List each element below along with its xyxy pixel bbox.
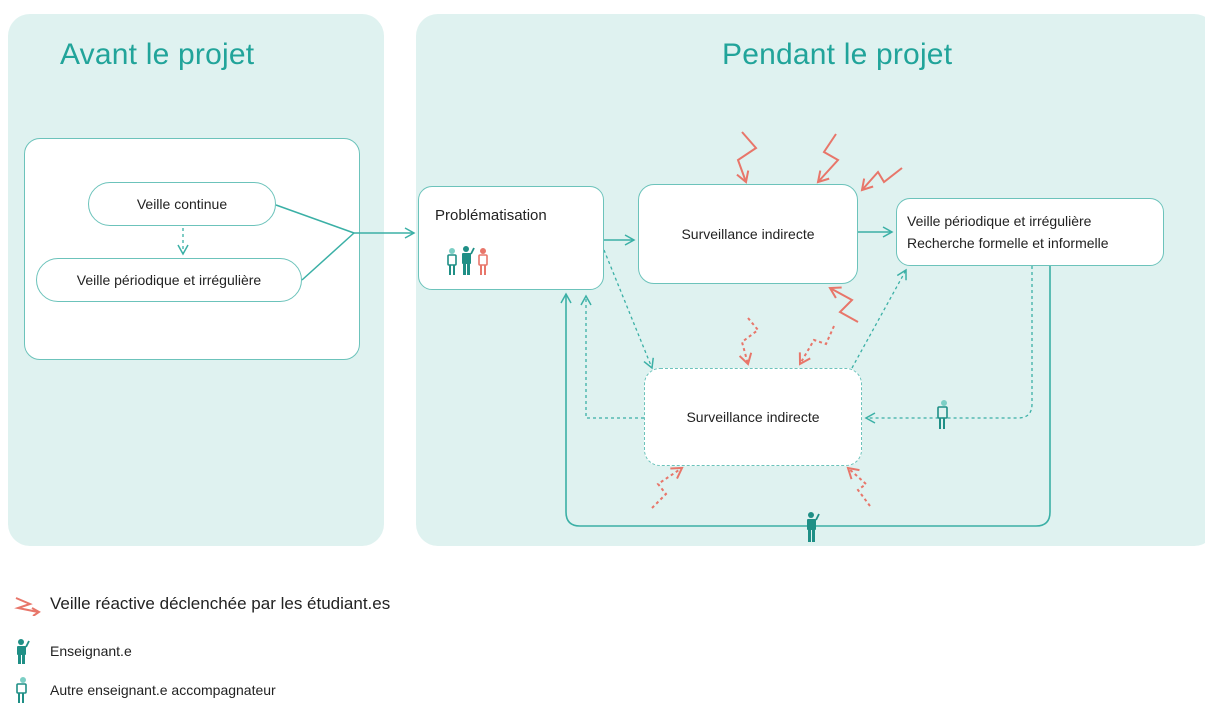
arrow-continue-to-merge (275, 204, 355, 234)
reactive-zigzag-icon (738, 317, 760, 366)
teacher-icon (17, 639, 30, 664)
node-recherche-line2: Recherche formelle et informelle (907, 235, 1109, 251)
arrow-periodic-to-merge (301, 232, 355, 281)
node-surveillance-bottom: Surveillance indirecte (644, 368, 862, 466)
node-surveillance-top: Surveillance indirecte (638, 184, 858, 284)
before-project-title: Avant le projet (60, 38, 255, 71)
legend-reactive-label: Veille réactive déclenchée par les étudi… (50, 594, 391, 613)
legend-teacher-label: Enseignant.e (50, 643, 132, 659)
before-project-group (24, 138, 360, 360)
legend-reactive: Veille réactive déclenchée par les étudi… (10, 592, 390, 616)
during-project-title: Pendant le projet (722, 38, 953, 71)
legend-other-teacher: Autre enseignant.e accompagnateur (10, 676, 276, 704)
node-problematisation-label: Problématisation (435, 207, 547, 224)
legend-teacher: Enseignant.e (10, 638, 132, 664)
arrow-recherche-to-surv-bottom (864, 266, 1033, 424)
reactive-zigzag-icon (860, 167, 903, 192)
reactive-zigzag-icon (736, 131, 758, 184)
reactive-zigzag-icon (828, 286, 859, 323)
node-recherche-line1: Veille périodique et irrégulière (907, 213, 1092, 229)
node-problematisation: Problématisation (418, 186, 604, 290)
node-veille-periodique: Veille périodique et irrégulière (36, 258, 302, 302)
reactive-zigzag-icon (651, 466, 684, 509)
reactive-zigzag-icon (798, 325, 835, 366)
arrow-surv-bottom-to-prob (580, 294, 644, 419)
arrow-surv-bottom-to-recherche (851, 268, 907, 369)
reactive-zigzag-icon (816, 133, 840, 184)
reactive-zigzag-icon (14, 597, 41, 616)
node-recherche: Veille périodique et irrégulière Recherc… (896, 198, 1164, 266)
other-teacher-icon (16, 677, 27, 703)
legend-other-teacher-label: Autre enseignant.e accompagnateur (50, 682, 276, 698)
node-veille-continue: Veille continue (88, 182, 276, 226)
reactive-zigzag-icon (846, 466, 871, 507)
